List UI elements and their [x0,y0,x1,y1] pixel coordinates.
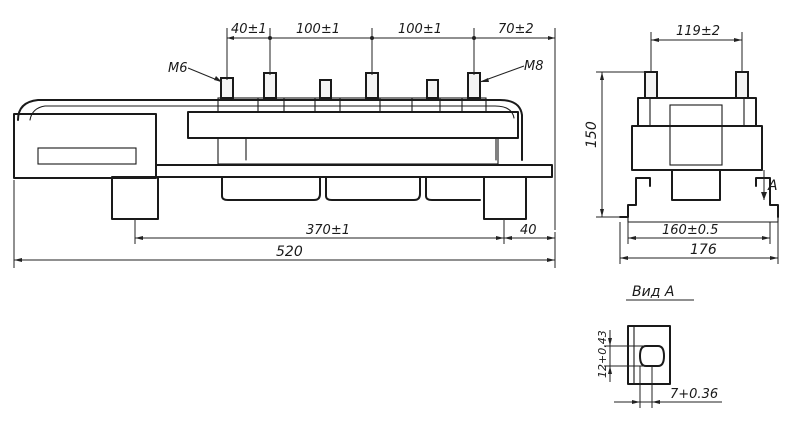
stud-5 [426,79,439,99]
stud-2 [263,72,277,99]
detail-view: Вид А 12+0.43 7+0.36 [596,284,722,408]
side-top-block [637,97,757,127]
coil-1 [221,176,321,201]
dim-foot: 40 [520,223,537,238]
side-dimensions: 119±2 150 A 160±0.5 176 [584,24,779,264]
dim-height: 150 [584,121,600,148]
nameplate [37,147,137,165]
dim-left-pitch: 40±1 [231,22,267,37]
left-foot [111,176,159,220]
terminal-board-base [217,97,487,113]
label-m6: M6 [168,61,188,76]
front-dimensions: 40±1 100±1 100±1 70±2 M6 M8 370±1 40 520 [13,22,556,268]
base-rail [155,164,553,178]
top-rail [17,99,523,161]
detail-title: Вид А [632,284,674,300]
label-m8: M8 [524,59,544,74]
side-view [619,71,779,223]
terminal-studs [220,72,481,99]
stud-m8 [467,72,481,99]
stud-m6 [220,77,234,99]
dim-overall-width: 176 [690,242,717,258]
coil-2 [325,176,421,201]
dim-right-pitch: 70±2 [498,22,534,37]
side-lower-core [671,169,721,201]
dim-pitch-2: 100±1 [398,22,442,37]
dim-pitch-1: 100±1 [296,22,340,37]
side-core [669,104,723,166]
side-stud-right [735,71,749,99]
detail-slot [639,345,665,367]
coil-3 [425,176,481,201]
side-stud-left [644,71,658,99]
dim-mount-spacing: 370±1 [306,223,350,238]
terminal-board [187,111,519,139]
board-ribs [257,97,463,113]
dim-slot-width: 7+0.36 [670,387,718,402]
side-bracket [619,177,779,218]
dim-overall-length: 520 [276,244,303,260]
side-body [631,125,763,171]
left-housing [13,113,157,179]
core-block [217,137,499,165]
dim-mount-width: 160±0.5 [662,223,718,238]
dim-stud-spacing: 119±2 [676,24,720,39]
front-view [13,72,553,220]
detail-plate [627,325,671,385]
stud-4 [365,72,379,99]
view-marker-a: A [767,178,778,194]
dim-slot-height: 12+0.43 [596,330,609,378]
stud-3 [319,79,332,99]
right-foot [483,176,527,220]
